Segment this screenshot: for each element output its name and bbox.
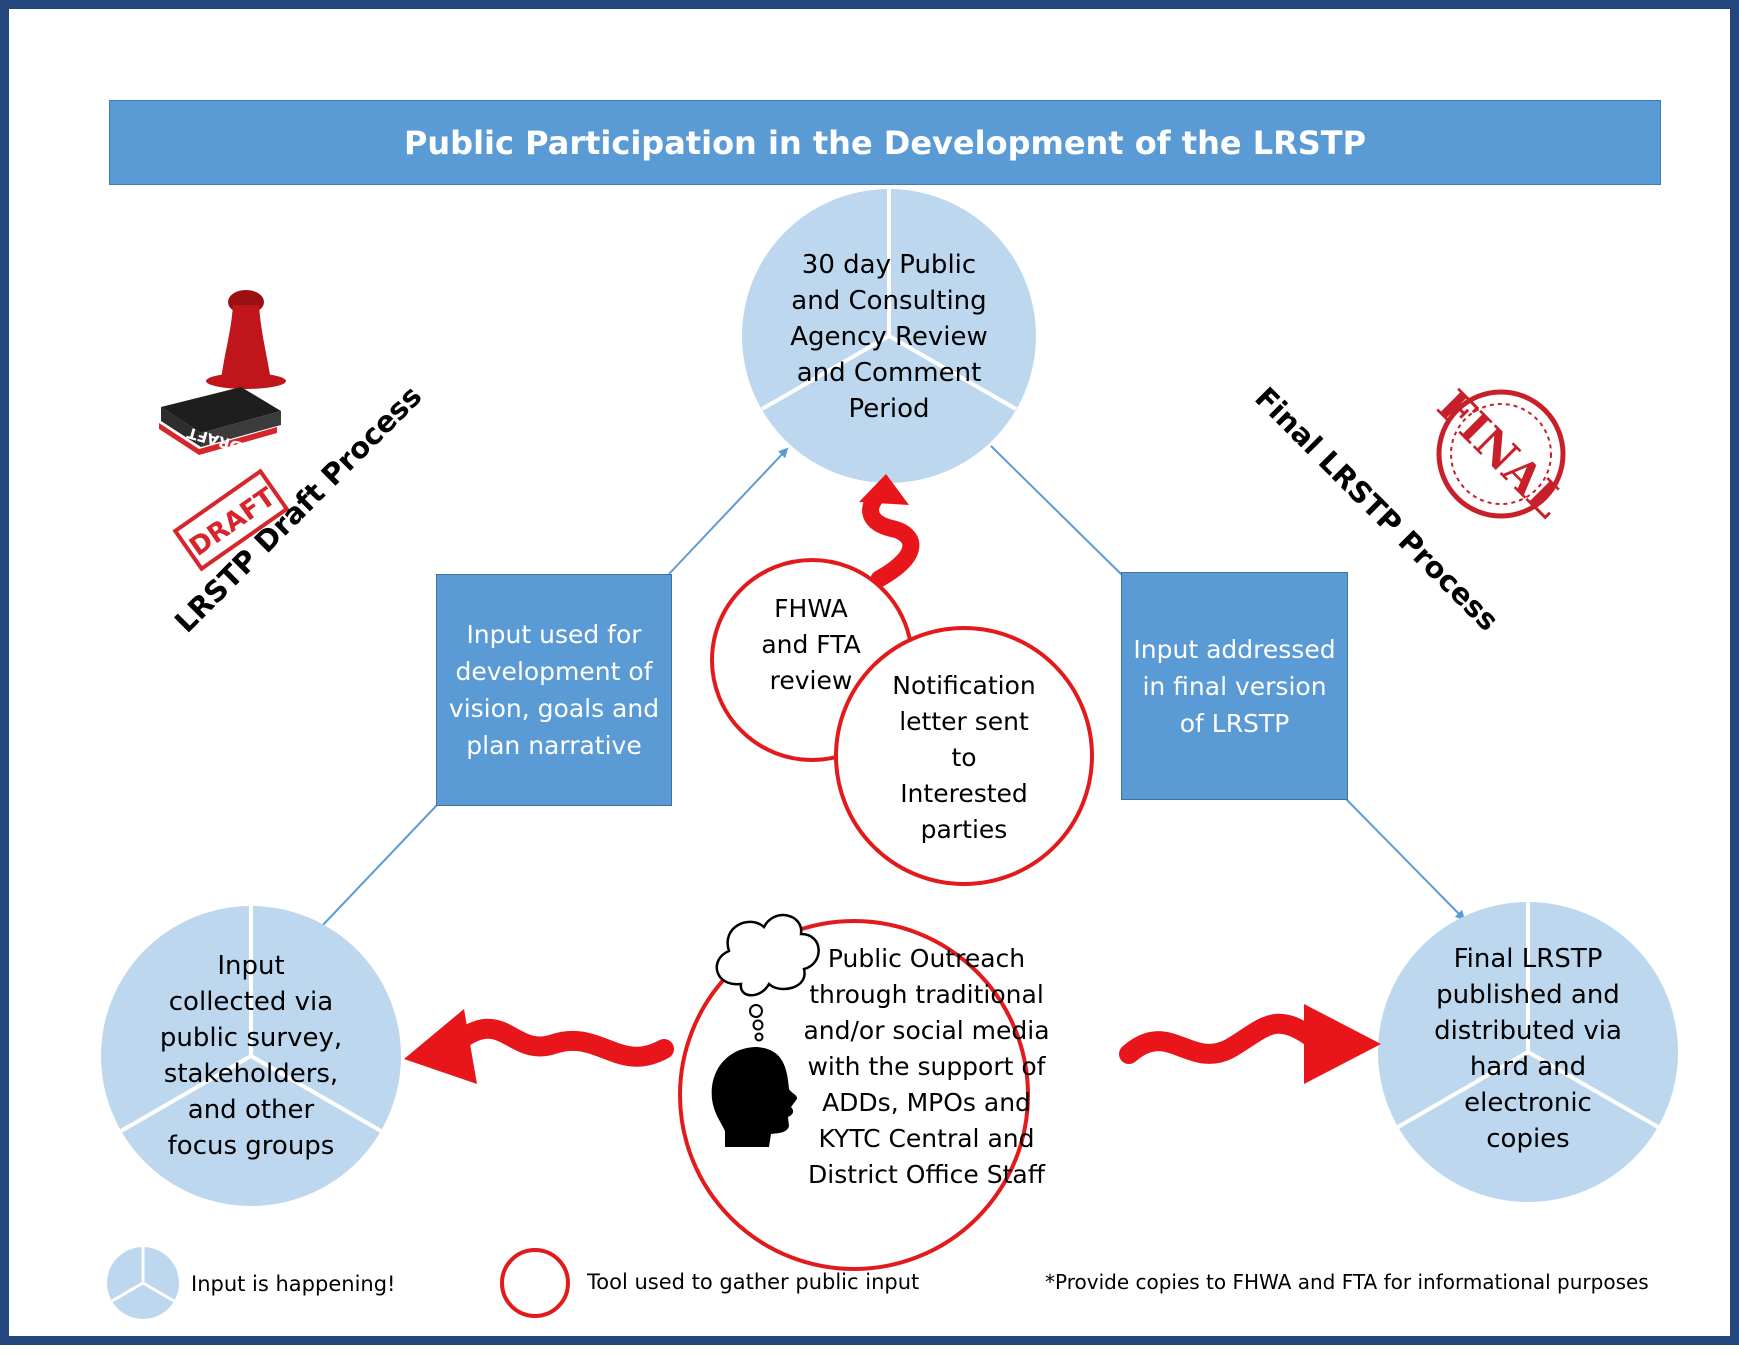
final-input-box: Input addressed in final version of LRST… (1121, 572, 1348, 800)
fhwa-review-text: FHWA and FTA review (761, 594, 861, 695)
legend-tool-icon (500, 1248, 570, 1318)
legend-note: *Provide copies to FHWA and FTA for info… (1045, 1270, 1649, 1294)
legend-tool: Tool used to gather public input (587, 1270, 920, 1294)
squiggle-arrow-left-icon (404, 1009, 674, 1084)
connector-draft-upper (668, 447, 789, 575)
tool-circle-outreach (678, 919, 1030, 1271)
connector-final-upper (990, 445, 1123, 576)
review-period-text: 30 day Public and Consulting Agency Revi… (790, 250, 988, 424)
connector-final-lower (1345, 798, 1466, 921)
draft-input-box: Input used for development of vision, go… (436, 574, 672, 806)
outreach-text: Public Outreach through traditional and/… (803, 943, 1050, 1189)
draft-stamp-icon: DRAFT (159, 290, 286, 456)
pie-circle-final (1378, 902, 1678, 1202)
diagram-graphics: DRAFT DRAFT FINAL (101, 189, 1678, 1319)
thought-cloud-icon (715, 913, 820, 1042)
notification-text: Notification letter sent to Interested p… (892, 671, 1036, 844)
legend-pie-icon (107, 1247, 179, 1319)
head-silhouette-icon (711, 1047, 798, 1147)
title-banner: Public Participation in the Development … (109, 100, 1661, 185)
page-title: Public Participation in the Development … (403, 123, 1367, 162)
tool-circle-notification (834, 626, 1094, 886)
pie-circle-review (742, 189, 1036, 483)
final-seal-icon: FINAL (1427, 381, 1574, 528)
input-collected-text: Input collected via public survey, stake… (159, 951, 343, 1161)
final-published-text: Final LRSTP published and distributed vi… (1434, 944, 1622, 1154)
connector-draft-lower (320, 804, 438, 928)
squiggle-arrow-icon (859, 474, 920, 588)
pie-circle-input (101, 906, 401, 1206)
final-seal-text: FINAL (1427, 381, 1574, 528)
squiggle-arrow-right-icon (1119, 1004, 1381, 1084)
legend-input-happening: Input is happening! (191, 1272, 396, 1296)
